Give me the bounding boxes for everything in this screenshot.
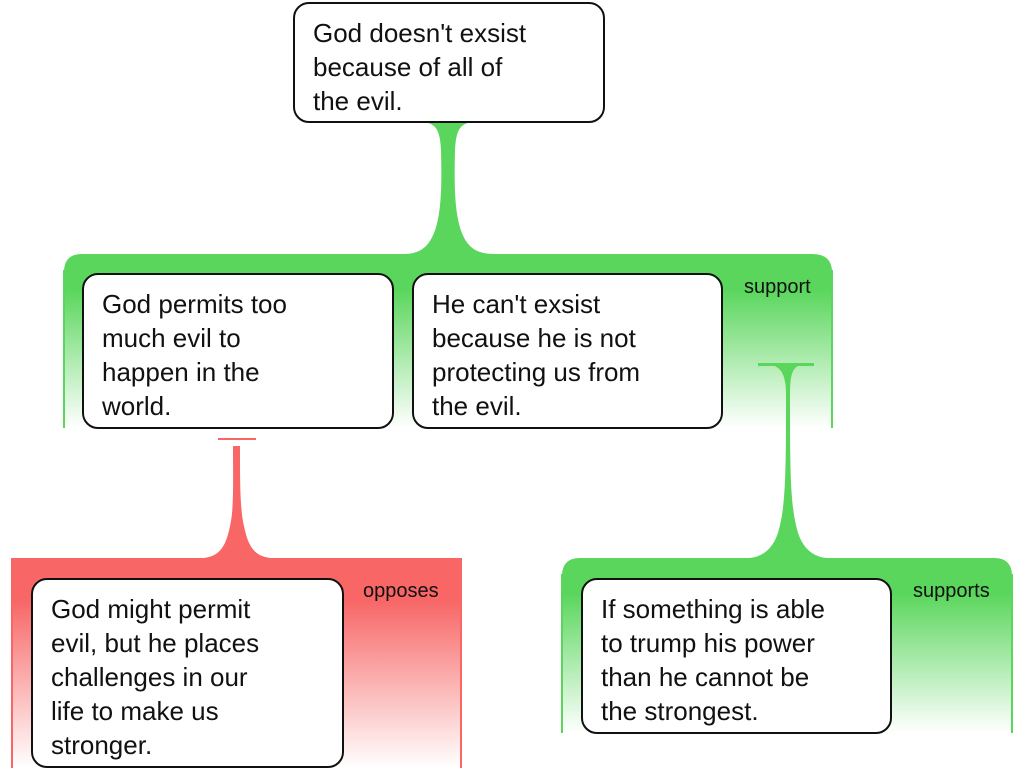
support-group-left-edge xyxy=(63,270,65,428)
premise-node-trump-power[interactable]: If something is able to trump his power … xyxy=(581,578,892,734)
oppose-group-right-edge xyxy=(460,558,462,768)
relation-label-supports: supports xyxy=(913,580,990,602)
oppose-connector-cap xyxy=(218,438,256,440)
claim-node[interactable]: God doesn't exsist because of all of the… xyxy=(293,2,605,123)
oppose-connector xyxy=(204,446,270,558)
supports-group-left-edge xyxy=(561,574,563,733)
relation-label-support: support xyxy=(744,276,811,298)
supports-group-right-edge xyxy=(1011,574,1013,733)
objection-node-challenges[interactable]: God might permit evil, but he places cha… xyxy=(31,578,344,768)
oppose-group-left-edge xyxy=(11,558,13,768)
support-connector xyxy=(404,122,494,254)
supports-connector-cap xyxy=(758,363,814,366)
premise-node-evil-permitted[interactable]: God permits too much evil to happen in t… xyxy=(82,273,394,429)
relation-label-opposes: opposes xyxy=(363,580,439,602)
supports-connector xyxy=(750,365,826,558)
premise-node-not-protecting[interactable]: He can't exsist because he is not protec… xyxy=(412,273,723,429)
support-group-right-edge xyxy=(831,270,833,428)
